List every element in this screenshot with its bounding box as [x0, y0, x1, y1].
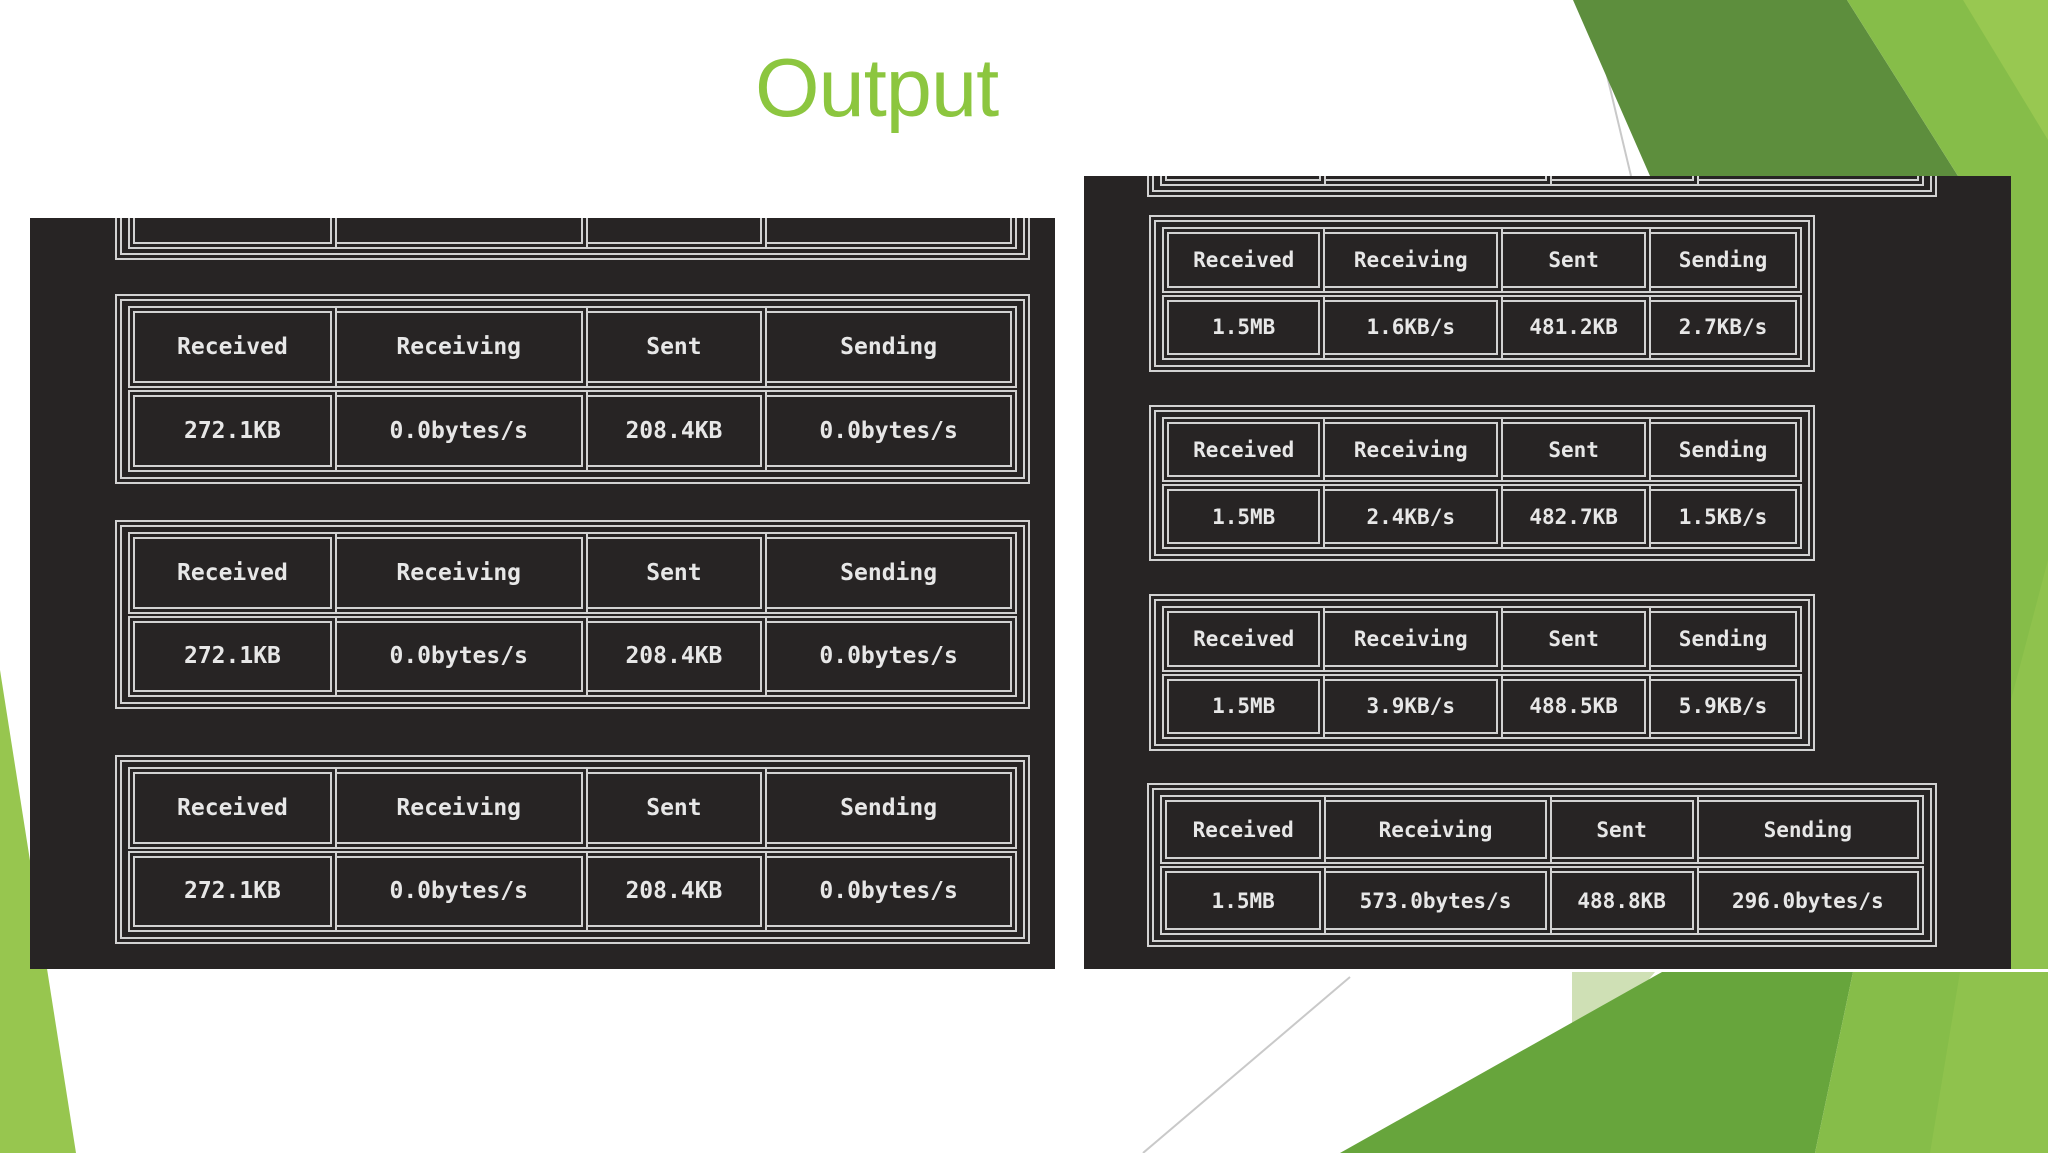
stat-sending: 0.0bytes/s: [767, 390, 1017, 472]
column-header-sending: Sending: [767, 306, 1017, 388]
stat-received: 272.1KB: [128, 850, 337, 932]
column-header-received: Received: [1162, 606, 1326, 672]
column-header-receiving: Receiving: [336, 767, 588, 849]
cropped-table-cell: [1698, 176, 1924, 186]
column-header-received: Received: [1162, 417, 1326, 482]
stat-sending: 0.0bytes/s: [767, 850, 1017, 932]
stat-receiving: 2.4KB/s: [1325, 484, 1504, 549]
stat-received: 1.5MB: [1162, 673, 1326, 739]
stat-received: 1.5MB: [1160, 866, 1327, 935]
table-value-row: 1.5MB 573.0bytes/s 488.8KB 296.0bytes/s: [1160, 866, 1924, 935]
stats-table: Received Receiving Sent Sending 1.5MB 57…: [1147, 783, 1937, 947]
stats-table: Received Receiving Sent Sending 272.1KB …: [115, 294, 1030, 484]
column-header-receiving: Receiving: [1325, 417, 1504, 482]
column-header-sent: Sent: [1503, 606, 1652, 672]
column-header-sending: Sending: [1651, 606, 1802, 672]
cropped-table-cell: [336, 218, 588, 249]
table-header-row: Received Receiving Sent Sending: [128, 306, 1017, 388]
column-header-sending: Sending: [1651, 227, 1802, 293]
corner-accent-dark-green: [1573, 0, 1958, 176]
stats-table: Received Receiving Sent Sending 272.1KB …: [115, 520, 1030, 709]
stat-receiving: 1.6KB/s: [1325, 294, 1504, 360]
stat-sent: 482.7KB: [1503, 484, 1652, 549]
column-header-receiving: Receiving: [1325, 606, 1504, 672]
cropped-table-cell: [1160, 176, 1327, 186]
table-header-row: Received Receiving Sent Sending: [128, 532, 1017, 614]
cropped-table-cell: [1551, 176, 1699, 186]
column-header-sent: Sent: [587, 306, 768, 388]
column-header-sending: Sending: [1698, 795, 1924, 864]
stats-table: Received Receiving Sent Sending 272.1KB …: [115, 755, 1030, 944]
column-header-received: Received: [1162, 227, 1326, 293]
stat-receiving: 0.0bytes/s: [336, 615, 588, 697]
table-value-row: 272.1KB 0.0bytes/s 208.4KB 0.0bytes/s: [128, 390, 1017, 472]
stat-sending: 1.5KB/s: [1651, 484, 1802, 549]
stat-receiving: 3.9KB/s: [1325, 673, 1504, 739]
table-value-row: 1.5MB 2.4KB/s 482.7KB 1.5KB/s: [1162, 484, 1802, 549]
cropped-table-cell: [1326, 176, 1552, 186]
column-header-sent: Sent: [1551, 795, 1699, 864]
stat-sending: 5.9KB/s: [1651, 673, 1802, 739]
column-header-sending: Sending: [767, 767, 1017, 849]
stat-sent: 208.4KB: [587, 615, 768, 697]
table-header-row: Received Receiving Sent Sending: [128, 767, 1017, 849]
table-value-row: 272.1KB 0.0bytes/s 208.4KB 0.0bytes/s: [128, 615, 1017, 697]
column-header-sent: Sent: [1503, 227, 1652, 293]
stat-receiving: 0.0bytes/s: [336, 850, 588, 932]
stat-received: 272.1KB: [128, 390, 337, 472]
table-value-row: 1.5MB 3.9KB/s 488.5KB 5.9KB/s: [1162, 673, 1802, 739]
table-header-row: Received Receiving Sent Sending: [1162, 417, 1802, 482]
corner-accent-lighter-green: [1963, 0, 2048, 140]
cropped-table-top: [1147, 176, 1937, 197]
column-header-received: Received: [128, 306, 337, 388]
column-header-sending: Sending: [767, 532, 1017, 614]
cropped-table-cell: [587, 218, 768, 249]
stat-sent: 208.4KB: [587, 390, 768, 472]
column-header-sent: Sent: [1503, 417, 1652, 482]
stat-received: 1.5MB: [1162, 484, 1326, 549]
bottom-accent-lighter-green: [1930, 972, 2048, 1153]
stat-receiving: 573.0bytes/s: [1326, 866, 1552, 935]
cropped-table-cell: [767, 218, 1017, 249]
column-header-received: Received: [128, 532, 337, 614]
cropped-table-row: [1160, 176, 1924, 186]
terminal-panel-left: Received Receiving Sent Sending 272.1KB …: [30, 218, 1055, 969]
stat-sending: 296.0bytes/s: [1698, 866, 1924, 935]
stat-sending: 2.7KB/s: [1651, 294, 1802, 360]
stats-table: Received Receiving Sent Sending 1.5MB 2.…: [1149, 405, 1815, 561]
table-header-row: Received Receiving Sent Sending: [1160, 795, 1924, 864]
table-value-row: 1.5MB 1.6KB/s 481.2KB 2.7KB/s: [1162, 294, 1802, 360]
terminal-panel-right: Received Receiving Sent Sending 1.5MB 1.…: [1084, 176, 2011, 969]
cropped-table-row: [128, 218, 1017, 249]
stat-received: 272.1KB: [128, 615, 337, 697]
bottom-accent-mid-green: [1340, 972, 1853, 1153]
column-header-received: Received: [1160, 795, 1327, 864]
column-header-sent: Sent: [587, 532, 768, 614]
slide-title: Output: [755, 41, 999, 134]
table-header-row: Received Receiving Sent Sending: [1162, 606, 1802, 672]
stat-receiving: 0.0bytes/s: [336, 390, 588, 472]
stat-sent: 208.4KB: [587, 850, 768, 932]
decor-line-bottom-center: [1142, 976, 1351, 1153]
column-header-receiving: Receiving: [336, 532, 588, 614]
stat-sent: 481.2KB: [1503, 294, 1652, 360]
stats-table: Received Receiving Sent Sending 1.5MB 1.…: [1149, 215, 1815, 372]
stat-sent: 488.5KB: [1503, 673, 1652, 739]
column-header-sent: Sent: [587, 767, 768, 849]
table-header-row: Received Receiving Sent Sending: [1162, 227, 1802, 293]
right-edge-strip-shade: [2011, 560, 2048, 969]
stat-sending: 0.0bytes/s: [767, 615, 1017, 697]
cropped-table-cell: [128, 218, 337, 249]
column-header-receiving: Receiving: [1326, 795, 1552, 864]
table-value-row: 272.1KB 0.0bytes/s 208.4KB 0.0bytes/s: [128, 850, 1017, 932]
column-header-received: Received: [128, 767, 337, 849]
stats-table: Received Receiving Sent Sending 1.5MB 3.…: [1149, 594, 1815, 751]
column-header-receiving: Receiving: [1325, 227, 1504, 293]
cropped-table-top: [115, 218, 1030, 260]
stat-sent: 488.8KB: [1551, 866, 1699, 935]
stat-received: 1.5MB: [1162, 294, 1326, 360]
column-header-sending: Sending: [1651, 417, 1802, 482]
column-header-receiving: Receiving: [336, 306, 588, 388]
